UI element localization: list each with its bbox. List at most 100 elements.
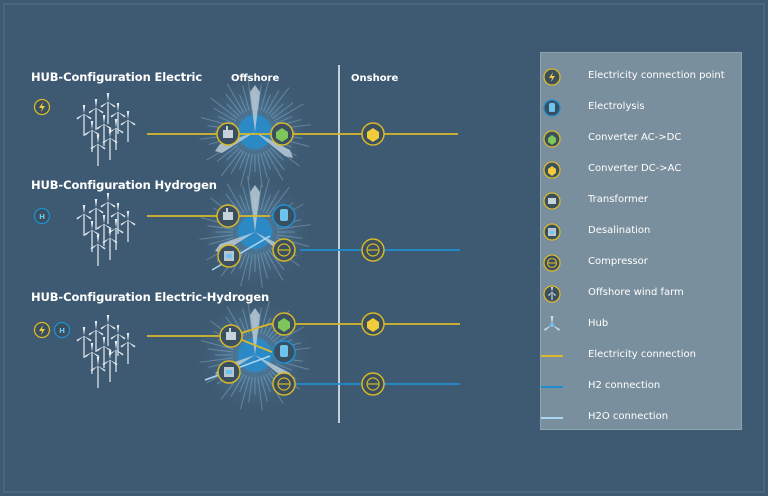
- hub-ray: [276, 224, 311, 230]
- legend-item: Converter AC->DC: [541, 129, 741, 149]
- legend-item: Transformer: [541, 191, 741, 211]
- hub-ray: [260, 376, 268, 402]
- legend-item: Electricity connection point: [541, 67, 741, 87]
- hub-ray: [226, 183, 245, 214]
- wind-turbine: [110, 203, 126, 234]
- hub-ray: [267, 187, 290, 215]
- wind-turbine: [108, 219, 124, 250]
- hub-ray: [226, 147, 240, 161]
- hub-ray: [226, 103, 240, 117]
- legend-label: Electricity connection: [588, 349, 696, 360]
- hub-ray: [208, 237, 234, 245]
- converter-ac-dc-icon: [272, 312, 296, 336]
- hub-ray: [242, 308, 250, 334]
- hub-ray: [247, 176, 253, 211]
- hub-ray: [199, 357, 234, 363]
- wind-turbine: [120, 211, 136, 242]
- config-hydrogen-group: H: [33, 174, 460, 290]
- legend-label: Compressor: [588, 256, 648, 267]
- hub-ray: [276, 234, 303, 239]
- wind-turbine: [88, 199, 104, 230]
- hub-ray: [262, 252, 271, 270]
- config-electric-hydrogen-group: H: [33, 295, 460, 415]
- hub-ray: [270, 147, 284, 161]
- wind-turbine: [102, 129, 118, 160]
- legend-item: H2 connection: [541, 377, 741, 397]
- hub-ray: [217, 116, 235, 125]
- compressor-icon: [361, 238, 385, 262]
- hub-ray: [242, 185, 250, 211]
- column-label-onshore: Onshore: [351, 73, 399, 84]
- hub-ray: [273, 326, 304, 345]
- legend-label: Electrolysis: [588, 101, 645, 112]
- wind-turbine: [90, 135, 106, 166]
- legend-item: H2O connection: [541, 408, 741, 428]
- electrolysis-icon: [543, 99, 561, 117]
- legend-item: Electrolysis: [541, 98, 741, 118]
- electrolysis-connection-point-icon: H: [53, 321, 71, 339]
- hub-ray: [248, 376, 253, 403]
- hub-ray: [262, 94, 271, 112]
- hub-ray: [257, 376, 263, 411]
- hub-ray: [225, 193, 243, 215]
- config-title-hydrogen: HUB-Configuration Hydrogen: [31, 178, 217, 192]
- compressor-icon: [272, 238, 296, 262]
- offshore-wind-farm-icon: [543, 285, 561, 303]
- legend-item: Converter DC->AC: [541, 160, 741, 180]
- wind-turbine: [120, 111, 136, 142]
- hub-ray: [240, 376, 250, 410]
- wind-turbine: [110, 325, 126, 356]
- transformer-icon: [543, 192, 561, 210]
- hub-ray: [225, 93, 243, 115]
- converter-ac-dc-icon: [543, 130, 561, 148]
- converter-dc-ac-icon: [361, 122, 385, 146]
- compressor-icon: [543, 254, 561, 272]
- hub-ray: [265, 190, 280, 214]
- hub-ray: [257, 253, 263, 288]
- hub-ray: [213, 107, 237, 122]
- hub-ray: [199, 234, 234, 240]
- electricity-connection-point-icon: [543, 68, 561, 86]
- hub-ray: [275, 116, 293, 125]
- legend-label: H2 connection: [588, 380, 661, 391]
- wind-turbine: [102, 351, 118, 382]
- hub-ray: [248, 253, 253, 280]
- wind-turbine: [76, 327, 92, 358]
- hub-ray: [257, 84, 262, 111]
- hub-ray: [265, 150, 284, 181]
- hub-ray: [257, 184, 262, 211]
- wind-turbine: [100, 193, 116, 224]
- transformer-icon: [216, 204, 240, 228]
- hub-ray: [216, 144, 238, 162]
- legend-item: Desalination: [541, 222, 741, 242]
- wind-turbine: [76, 205, 92, 236]
- converter-dc-ac-icon: [543, 161, 561, 179]
- offshore-wind-farm: [76, 315, 136, 388]
- legend-label: Desalination: [588, 225, 651, 236]
- hub-ray: [260, 77, 270, 111]
- hub-ray: [226, 83, 245, 114]
- compressor-icon: [361, 372, 385, 396]
- hub-ray: [239, 152, 248, 170]
- wind-turbine: [108, 341, 124, 372]
- frame: [3, 3, 765, 493]
- hub-ray: [247, 76, 253, 111]
- electricity-connection-point-icon: [33, 321, 51, 339]
- legend-label: H2O connection: [588, 411, 669, 422]
- hub-ray: [262, 375, 271, 393]
- hub-ray: [230, 150, 245, 174]
- wind-turbine: [90, 235, 106, 266]
- hub-ray: [260, 253, 268, 279]
- hub-icon: [544, 316, 560, 331]
- transformer-icon: [219, 324, 243, 348]
- hub-ray: [239, 375, 248, 393]
- hub-ray: [247, 299, 253, 334]
- hub-ray: [273, 103, 304, 122]
- hub-ray: [267, 149, 285, 171]
- column-label-offshore: Offshore: [231, 73, 280, 84]
- electrolysis-icon: [272, 340, 296, 364]
- svg-text:H: H: [59, 327, 65, 335]
- legend-label: Offshore wind farm: [588, 287, 684, 298]
- hub-ray: [260, 300, 270, 334]
